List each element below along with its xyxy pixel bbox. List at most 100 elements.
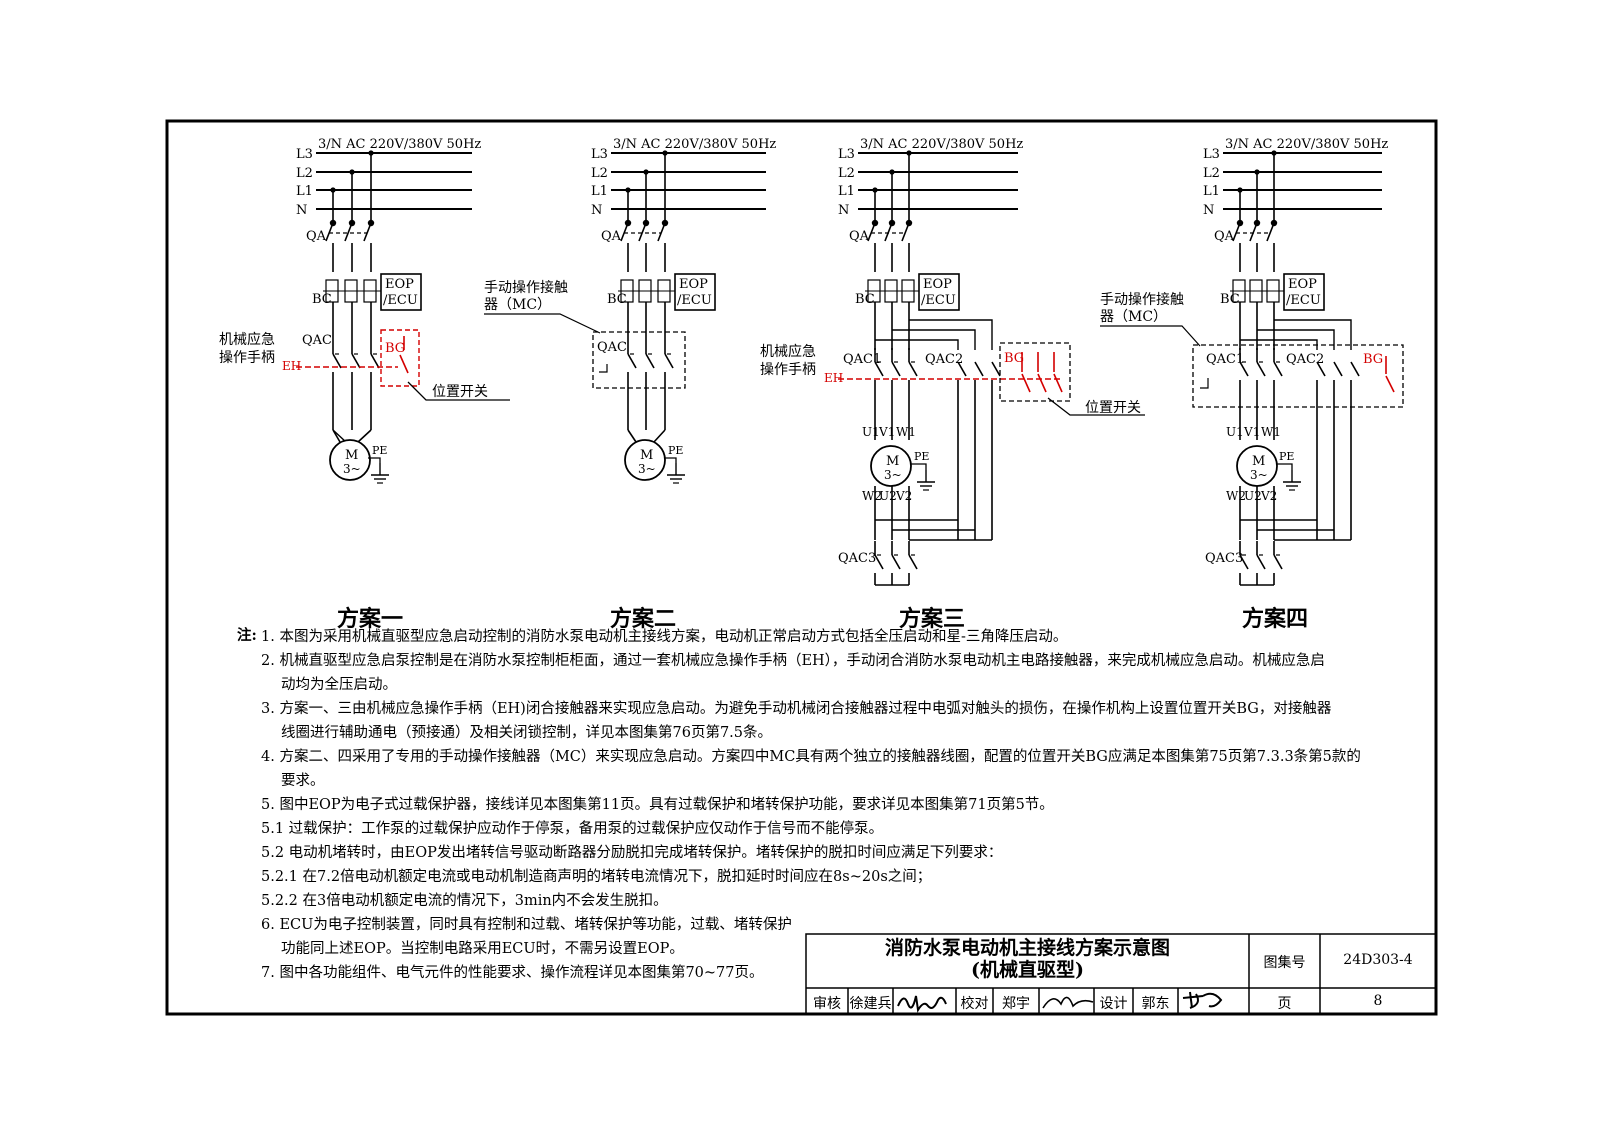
breaker-contact (363, 222, 372, 242)
note-4-cont: 要求。 (281, 773, 325, 789)
bg-switch (1021, 373, 1031, 393)
motor-feed (357, 429, 372, 443)
note-4: 4. 方案二、四采用了专用的手动操作接触器（MC）来实现应急启动。方案四中MC具… (261, 749, 1361, 765)
breaker-contact (344, 222, 353, 242)
bg-box (999, 342, 1071, 402)
note-2: 2. 机械直驱型应急启泵控制是在消防水泵控制柜柜面，通过一套机械应急操作手柄（E… (261, 653, 1325, 669)
review-name: 徐建兵 (849, 996, 892, 1012)
breaker-contact (1249, 222, 1258, 242)
motor-phase-label: 3~ (638, 462, 656, 476)
motor-1 (329, 439, 371, 481)
ecu-label: /ECU (921, 293, 956, 308)
check-label: 校对 (960, 996, 989, 1012)
motor-phase-label: 3~ (884, 468, 902, 482)
qac2-feed (875, 339, 959, 350)
eh-label: EH (282, 359, 301, 373)
atlas-number: 24D303-4 (1343, 952, 1413, 968)
motor-phase-label: 3~ (1250, 468, 1268, 482)
pe-wire (1276, 463, 1293, 470)
pe-label: PE (372, 444, 387, 457)
bus-line-label: L1 (591, 184, 608, 199)
design-name: 郭东 (1141, 996, 1170, 1012)
review-label: 审核 (813, 996, 841, 1012)
manual-contactor-leader (484, 313, 601, 334)
motor-feed (332, 429, 341, 443)
qa-label: QA (849, 229, 870, 244)
qac3-contact (1239, 554, 1249, 570)
eop-box (918, 273, 960, 311)
motor-3 (870, 445, 912, 487)
bc-label: BC (607, 292, 627, 307)
bus-line-label: N (296, 203, 307, 218)
breaker-contact (620, 222, 629, 242)
qac-contact (627, 353, 637, 369)
signature-design (1182, 991, 1223, 1009)
breaker-contact (901, 222, 910, 242)
qac-contact (645, 353, 655, 369)
w2-label: W2 (862, 489, 882, 503)
supply-label: 3/N AC 220V/380V 50Hz (613, 137, 776, 152)
motor-m-label: M (1252, 454, 1265, 469)
bc-label: BC (312, 292, 332, 307)
supply-label: 3/N AC 220V/380V 50Hz (860, 137, 1023, 152)
motor-2 (624, 439, 666, 481)
mech-handle-label: 机械应急 (219, 331, 275, 348)
eop-label: EOP (1288, 277, 1317, 292)
note-3: 3. 方案一、三由机械应急操作手柄（EH)闭合接触器来实现应急启动。为避免手动机… (261, 701, 1332, 717)
eop-label: EOP (679, 277, 708, 292)
bg-switch (1385, 375, 1395, 393)
qac2-feed (892, 329, 976, 350)
note-5-2: 5.2 电动机堵转时，由EOP发出堵转信号驱动断路器分励脱扣完成堵转保护。堵转保… (261, 845, 1003, 861)
w2-label: W2 (1226, 489, 1246, 503)
qac3-label: QAC3 (1205, 551, 1243, 566)
qac1-contact (874, 361, 884, 377)
breaker-contact (1232, 222, 1241, 242)
eh-label: EH (824, 371, 843, 385)
qac3-contact (908, 554, 918, 570)
mech-handle-label: 操作手柄 (219, 350, 275, 366)
u1-label: U1 (862, 425, 880, 439)
motor-phase-label: 3~ (343, 462, 361, 476)
qac3-contact (1256, 554, 1266, 570)
qac1-contact (1256, 361, 1266, 377)
breaker-contact (657, 222, 666, 242)
mech-handle-label: 机械应急 (760, 343, 816, 360)
pe-label: PE (668, 444, 683, 457)
position-switch-label: 位置开关 (1085, 400, 1141, 416)
scheme-title-4: 方案四 (1242, 606, 1308, 632)
qac2-contact (1316, 361, 1326, 377)
manual-contactor-leader (1100, 325, 1201, 347)
qac2-contact (1333, 361, 1343, 377)
qac2-contact (1350, 361, 1360, 377)
note-6-cont: 功能同上述EOP。当控制电路采用ECU时，不需另设置EOP。 (281, 941, 684, 957)
qac2-label: QAC2 (925, 352, 963, 367)
drawing-title: 消防水泵电动机主接线方案示意图 (884, 937, 1170, 959)
bg-label: BG (385, 341, 405, 356)
qa-label: QA (306, 229, 327, 244)
notes-heading: 注: (237, 627, 257, 644)
design-label: 设计 (1099, 996, 1128, 1012)
v1-label: V1 (878, 425, 895, 439)
signature-check (1042, 996, 1094, 1009)
qac1-label: QAC1 (1206, 352, 1244, 367)
note-1: 1. 本图为采用机械直驱型应急启动控制的消防水泵电动机主接线方案，电动机正常启动… (261, 629, 1068, 645)
qac-contact (351, 353, 361, 369)
motor-feed (627, 429, 637, 443)
bus-line-label: L3 (296, 147, 313, 162)
bus-line-label: L3 (591, 147, 608, 162)
breaker-contact (867, 222, 876, 242)
u2-label: U2 (1244, 489, 1262, 503)
ground-icon (1283, 470, 1301, 491)
bus-line-label: L1 (1203, 184, 1220, 199)
qac2-contact (974, 361, 984, 377)
ecu-label: /ECU (1286, 293, 1321, 308)
bus-line-label: L1 (296, 184, 313, 199)
bus-line-label: N (591, 203, 602, 218)
motor-feed (653, 429, 666, 443)
v1-label: V1 (1243, 425, 1260, 439)
pe-wire (664, 457, 677, 463)
drawing-subtitle: (机械直驱型) (971, 959, 1084, 981)
qa-label: QA (1214, 229, 1235, 244)
